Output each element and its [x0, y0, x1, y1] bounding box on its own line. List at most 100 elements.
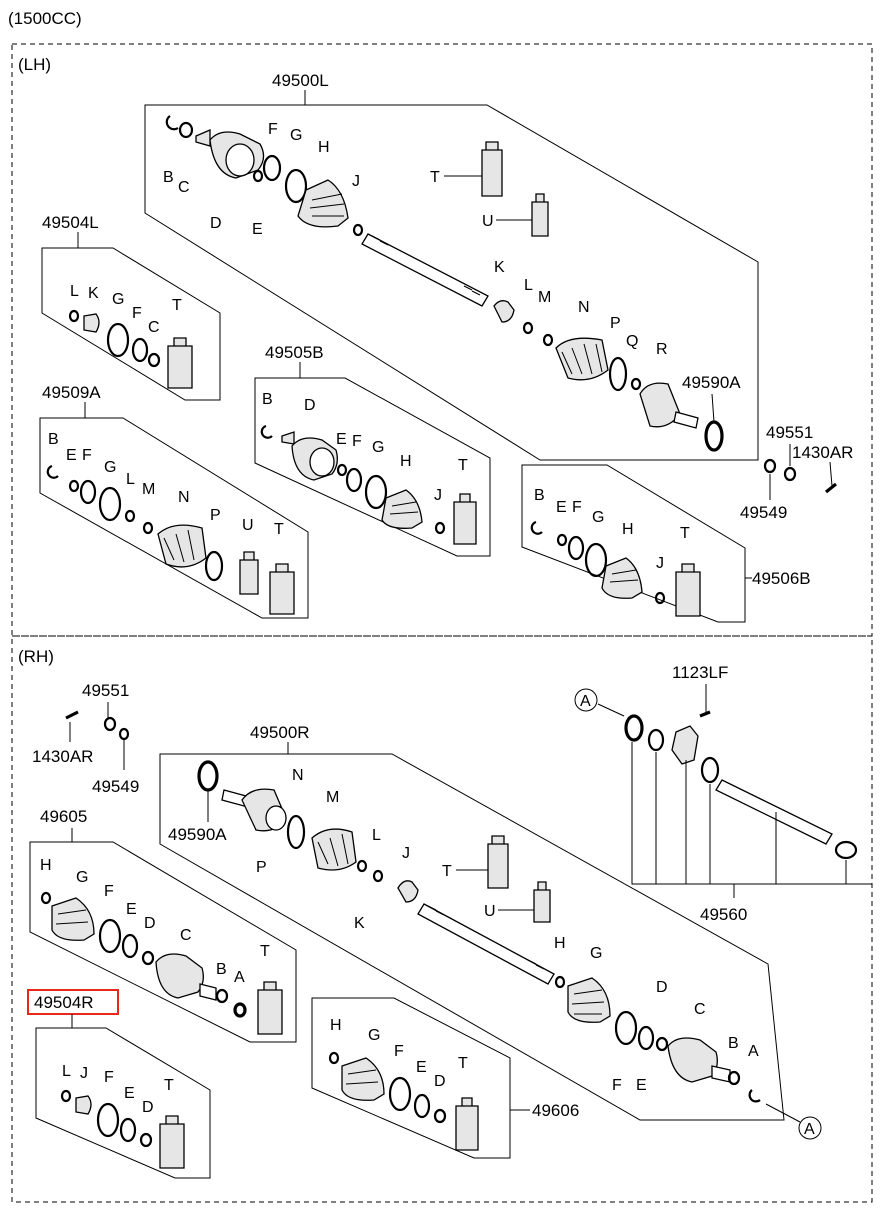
svg-text:F: F	[572, 499, 582, 516]
lh-ring-c	[178, 121, 194, 139]
rh-circlip-a	[748, 1089, 761, 1103]
lh-kit-49506b-parts	[530, 520, 701, 617]
svg-text:D: D	[434, 1073, 446, 1090]
rh-band-f	[614, 1010, 638, 1046]
lh-tone-ring	[704, 420, 724, 452]
svg-text:T: T	[164, 1077, 174, 1094]
lh-axle-shaft	[361, 233, 489, 307]
svg-text:B: B	[728, 1035, 739, 1052]
rh-intermediate-bar	[715, 779, 833, 845]
rh-section-label: (RH)	[18, 647, 54, 666]
svg-text:H: H	[330, 1017, 342, 1034]
lh-bolt-1430ar	[825, 482, 837, 494]
rh-ring-e	[637, 1025, 655, 1051]
lh-letter-l: L	[524, 277, 533, 294]
svg-text:F: F	[352, 433, 362, 450]
rh-axle-shaft	[417, 903, 555, 985]
rh-grease-u	[533, 881, 551, 923]
lh-letter-t: T	[430, 169, 440, 186]
svg-text:C: C	[148, 319, 160, 336]
lh-clamp-j	[352, 223, 364, 237]
svg-text:U: U	[484, 903, 496, 920]
svg-text:H: H	[40, 857, 52, 874]
rh-bearing-outer	[624, 714, 644, 742]
rh-clamp-h	[554, 975, 566, 989]
lh-shaft-assembly	[165, 115, 724, 452]
rh-kit-49606-outline	[311, 997, 511, 1159]
svg-text:D: D	[304, 397, 316, 414]
rh-kit-49605-parts	[40, 891, 283, 1035]
svg-text:C: C	[180, 927, 192, 944]
lh-kit-49504l-outline	[41, 247, 221, 401]
rh-grease-t	[487, 835, 509, 889]
lh-letter-n: N	[578, 299, 590, 316]
lh-letter-r: R	[656, 341, 668, 358]
lh-letter-q: Q	[626, 333, 638, 350]
lh-49549-number: 49549	[740, 503, 787, 522]
svg-text:G: G	[592, 509, 604, 526]
svg-text:F: F	[82, 447, 92, 464]
svg-text:A: A	[748, 1043, 759, 1060]
lh-ring-f	[262, 154, 282, 182]
svg-text:E: E	[416, 1059, 427, 1076]
svg-text:T: T	[680, 525, 690, 542]
svg-text:N: N	[178, 489, 190, 506]
rh-band-n	[286, 814, 306, 850]
lh-letter-c: C	[178, 179, 190, 196]
svg-text:E: E	[66, 447, 77, 464]
svg-text:M: M	[326, 789, 339, 806]
lh-letter-h: H	[318, 139, 330, 156]
lh-assembly-outline	[144, 104, 759, 461]
rh-kit-49605-number: 49605	[40, 807, 87, 826]
lh-kit-49505b-outline	[254, 377, 491, 557]
svg-text:H: H	[622, 521, 634, 538]
lh-letter-k: K	[494, 259, 505, 276]
svg-text:J: J	[402, 845, 410, 862]
svg-text:B: B	[534, 487, 545, 504]
lh-letter-b: B	[163, 169, 174, 186]
svg-text:F: F	[104, 1069, 114, 1086]
lh-outer-stub	[673, 411, 699, 429]
svg-text:M: M	[142, 481, 155, 498]
svg-text:P: P	[256, 859, 267, 876]
svg-text:G: G	[368, 1027, 380, 1044]
lh-kit-49509a-outline	[39, 417, 309, 619]
svg-text:G: G	[372, 439, 384, 456]
lh-letter-f: F	[268, 121, 278, 138]
rh-1123lf-number: 1123LF	[672, 663, 728, 682]
lh-boot-h	[297, 179, 349, 228]
svg-text:U: U	[242, 517, 254, 534]
svg-text:E: E	[636, 1077, 647, 1094]
rh-kit-49504r-number: 49504R	[34, 993, 94, 1012]
lh-kit-49509a-parts	[46, 464, 295, 615]
svg-text:L: L	[62, 1063, 71, 1080]
rh-damper-j	[397, 880, 419, 903]
rh-nut-49551	[103, 716, 117, 732]
svg-text:F: F	[132, 305, 142, 322]
rh-tone-ring-number: 49590A	[168, 825, 227, 844]
lh-kit-49506b-number: 49506B	[752, 569, 811, 588]
lh-grease-t	[481, 141, 503, 197]
svg-text:T: T	[458, 1055, 468, 1072]
rh-bolt-1430ar	[65, 710, 79, 720]
svg-text:E: E	[336, 431, 347, 448]
svg-text:K: K	[354, 915, 365, 932]
rh-support-bracket	[671, 725, 699, 765]
rh-clamp-l	[372, 869, 384, 883]
lh-letter-j: J	[352, 173, 360, 190]
rh-assembly-number: 49500R	[250, 723, 310, 742]
rh-washer-49549	[118, 727, 130, 741]
lh-section-frame	[11, 43, 873, 637]
rh-kit-49504r-outline	[35, 1027, 211, 1179]
svg-text:T: T	[442, 863, 452, 880]
lh-nut-49551	[783, 466, 797, 482]
svg-text:J: J	[656, 555, 664, 572]
svg-text:J: J	[80, 1065, 88, 1082]
lh-kit-49505b-parts	[260, 424, 477, 545]
lh-inner-joint-face	[225, 143, 255, 177]
rh-kit-49504r-highlight	[27, 989, 119, 1015]
lh-tone-ring-number: 49590A	[682, 373, 741, 392]
svg-text:L: L	[70, 283, 79, 300]
lh-damper-k	[493, 300, 515, 323]
svg-text:G: G	[104, 459, 116, 476]
